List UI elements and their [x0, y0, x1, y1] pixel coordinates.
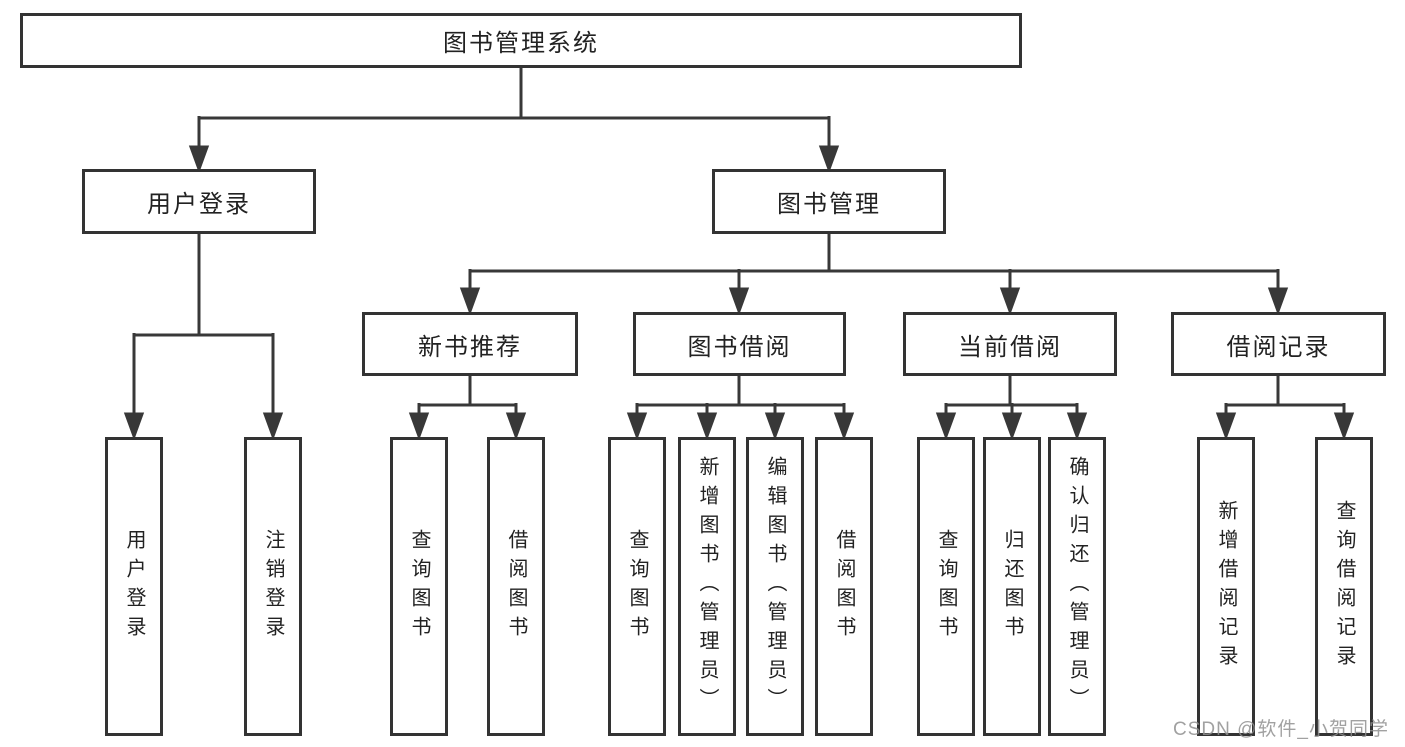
node-book-borrow: 图书借阅 [633, 312, 846, 376]
node-leaf-logout: 注销登录 [244, 437, 302, 736]
arrowhead-icon [1215, 412, 1237, 441]
leaf-label: 查询图书 [408, 528, 430, 645]
connector-root-to-level2 [188, 66, 840, 174]
leaf-label: 借阅图书 [833, 528, 855, 645]
connector-book-borrow-to-children [626, 374, 855, 441]
node-leaf-user-login: 用户登录 [105, 437, 163, 736]
arrowhead-icon [459, 287, 481, 316]
node-leaf-query-book-3: 查询图书 [917, 437, 975, 736]
node-leaf-add-book-admin: 新增图书（管理员） [678, 437, 736, 736]
leaf-label: 编辑图书（管理员） [764, 456, 786, 717]
node-leaf-confirm-return-admin: 确认归还（管理员） [1048, 437, 1106, 736]
node-leaf-add-borrow-record: 新增借阅记录 [1197, 437, 1255, 736]
leaf-label: 查询图书 [626, 528, 648, 645]
node-book-management: 图书管理 [712, 169, 946, 234]
arrowhead-icon [696, 412, 718, 441]
arrowhead-icon [188, 145, 210, 174]
leaf-label: 新增图书（管理员） [696, 456, 718, 717]
connector-line [944, 374, 1079, 416]
connector-current-borrow-to-children [935, 374, 1088, 441]
arrowhead-icon [1333, 412, 1355, 441]
connector-book-mgmt-to-level3 [459, 232, 1289, 316]
arrowhead-icon [935, 412, 957, 441]
leaf-label: 确认归还（管理员） [1066, 456, 1088, 717]
leaf-label: 借阅图书 [505, 528, 527, 645]
csdn-watermark: CSDN @软件_小贺同学 [1173, 719, 1389, 740]
connector-user-login-to-children [123, 232, 284, 441]
arrowhead-icon [408, 412, 430, 441]
arrowhead-icon [1001, 412, 1023, 441]
arrowhead-icon [833, 412, 855, 441]
arrowhead-icon [626, 412, 648, 441]
node-leaf-query-book-2: 查询图书 [608, 437, 666, 736]
node-leaf-query-book-1: 查询图书 [390, 437, 448, 736]
connector-line [635, 374, 846, 416]
node-user-login: 用户登录 [82, 169, 316, 234]
node-root-system: 图书管理系统 [20, 13, 1022, 68]
connector-line [468, 232, 1280, 291]
node-borrow-record: 借阅记录 [1171, 312, 1386, 376]
arrowhead-icon [123, 412, 145, 441]
node-leaf-borrow-book-2: 借阅图书 [815, 437, 873, 736]
arrowhead-icon [505, 412, 527, 441]
arrowhead-icon [1066, 412, 1088, 441]
node-new-book-recommend: 新书推荐 [362, 312, 578, 376]
node-leaf-query-borrow-record: 查询借阅记录 [1315, 437, 1373, 736]
arrowhead-icon [1267, 287, 1289, 316]
leaf-label: 用户登录 [123, 528, 145, 645]
arrowhead-icon [818, 145, 840, 174]
node-current-borrow: 当前借阅 [903, 312, 1117, 376]
leaf-label: 查询图书 [935, 528, 957, 645]
connector-line [132, 232, 275, 416]
node-leaf-return-book: 归还图书 [983, 437, 1041, 736]
node-leaf-borrow-book-1: 借阅图书 [487, 437, 545, 736]
connector-borrow-record-to-children [1215, 374, 1355, 441]
leaf-label: 新增借阅记录 [1215, 499, 1237, 674]
arrowhead-icon [764, 412, 786, 441]
arrowhead-icon [262, 412, 284, 441]
node-leaf-edit-book-admin: 编辑图书（管理员） [746, 437, 804, 736]
connector-line [417, 374, 518, 416]
leaf-label: 注销登录 [262, 528, 284, 645]
arrowhead-icon [999, 287, 1021, 316]
connector-line [1224, 374, 1346, 416]
arrowhead-icon [728, 287, 750, 316]
connector-line [197, 66, 831, 149]
leaf-label: 查询借阅记录 [1333, 499, 1355, 674]
connector-new-book-to-children [408, 374, 527, 441]
leaf-label: 归还图书 [1001, 528, 1023, 645]
